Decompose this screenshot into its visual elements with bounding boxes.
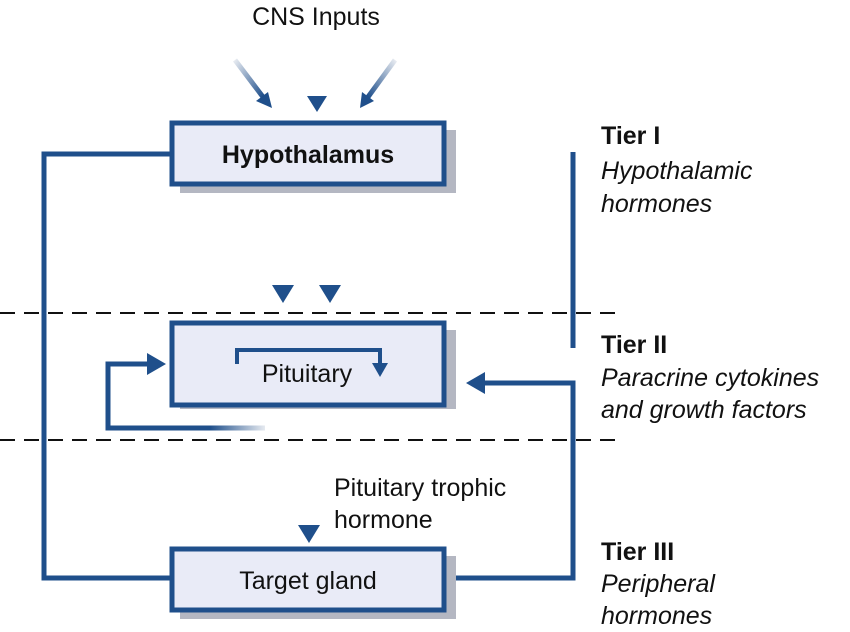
hypothalamus-box-frame: [169, 120, 447, 187]
paracrine-loop-line: [105, 361, 265, 431]
ultrashort-loop-arrowhead: [372, 363, 388, 377]
paracrine-loop-arrowhead: [147, 353, 166, 375]
tier-two-label: Tier II Paracrine cytokines and growth f…: [601, 331, 819, 424]
target-feedback-arrowhead: [466, 372, 485, 394]
cns-arrow-right: [365, 58, 398, 99]
tier-two-desc-line1: Paracrine cytokines: [601, 364, 819, 392]
trophic-hormone-arrowhead: [298, 525, 320, 543]
cns-input-arrows: [233, 52, 398, 112]
tier-three-title: Tier III: [601, 538, 674, 566]
cns-arrow-right-head: [360, 92, 374, 108]
long-loop-feedback-line: [41, 151, 172, 581]
tier-one-label: Tier I Hypothalamic hormones: [601, 122, 753, 218]
tier-two-title: Tier II: [601, 331, 667, 359]
target-gland-box-frame: [169, 546, 447, 613]
tier-three-label: Tier III Peripheral hormones: [601, 538, 716, 630]
tier-two-desc-line2: and growth factors: [601, 396, 807, 424]
hypothalamic-hormone-arrows: [272, 193, 341, 303]
trophic-hormone-label-line2: hormone: [334, 506, 433, 534]
hypothalamus-box: Hypothalamus: [169, 120, 456, 193]
tier-three-desc-line2: hormones: [601, 602, 712, 630]
hypothalamic-arrow-right-head: [319, 285, 341, 303]
tier-one-desc-line2: hormones: [601, 190, 712, 218]
tier-three-desc-line1: Peripheral: [601, 570, 716, 598]
target-gland-box: Target gland: [169, 546, 456, 619]
pituitary-box-frame: [169, 320, 447, 408]
pituitary-label: Pituitary: [262, 360, 353, 388]
cns-arrow-left-head: [256, 92, 272, 108]
tier-one-title: Tier I: [601, 122, 660, 150]
ultrashort-loop-line: [235, 348, 382, 364]
cns-inputs-label: CNS Inputs: [252, 3, 380, 31]
cns-arrow-left: [233, 58, 265, 99]
hypothalamus-label: Hypothalamus: [222, 141, 394, 169]
tier-one-desc-line1: Hypothalamic: [601, 157, 753, 185]
pituitary-box: Pituitary: [169, 320, 456, 409]
trophic-hormone-label-line1: Pituitary trophic: [334, 474, 506, 502]
cns-arrow-center-head: [307, 96, 327, 112]
hypothalamic-arrow-left-head: [272, 285, 294, 303]
target-gland-label: Target gland: [239, 567, 377, 595]
